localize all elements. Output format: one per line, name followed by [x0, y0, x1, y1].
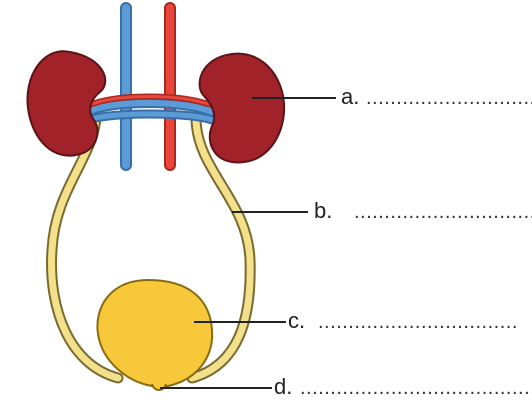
label-c-letter: c. [288, 308, 305, 333]
label-c-blank: ................................. [318, 311, 518, 333]
label-d-blank: ....................................... [300, 377, 532, 399]
label-b-letter: b. [314, 198, 332, 223]
label-b-blank: ................................. [354, 201, 532, 223]
renal-vessels [88, 97, 212, 121]
label-a-blank: ............................... [366, 87, 532, 109]
label-d-letter: d. [274, 374, 292, 399]
right-kidney [200, 54, 285, 163]
label-a-letter: a. [341, 84, 359, 109]
